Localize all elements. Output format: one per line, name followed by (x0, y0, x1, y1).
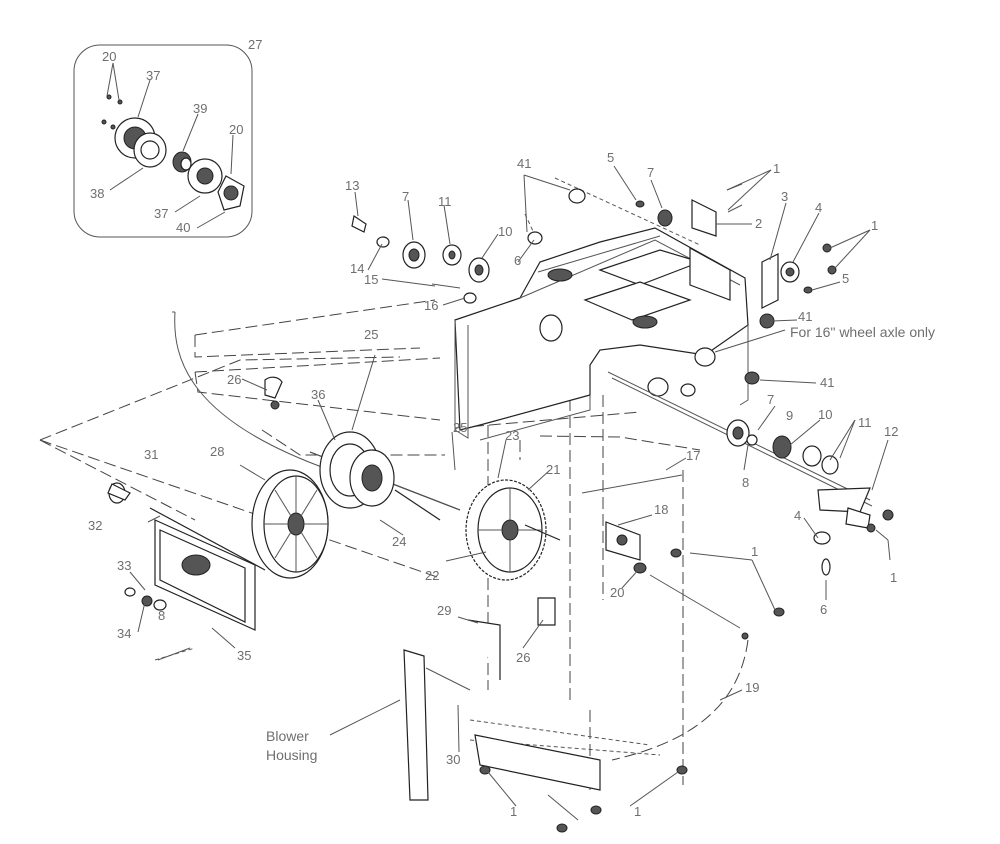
callout-22: 22 (425, 568, 439, 583)
callout-3: 3 (781, 189, 788, 204)
callout-1: 1 (510, 804, 517, 819)
callout-20: 20 (610, 585, 624, 600)
assembly-guide-lines (39, 177, 749, 790)
callout-4: 4 (815, 200, 822, 215)
callout-8: 8 (742, 475, 749, 490)
callout-25: 25 (364, 327, 378, 342)
inset-flange-37 (187, 158, 223, 194)
callout-34: 34 (117, 626, 131, 641)
callout-41: 41 (820, 375, 834, 390)
wheel-axle-note: For 16" wheel axle only (790, 324, 935, 340)
callout-24: 24 (392, 534, 406, 549)
wheel-28 (251, 469, 329, 579)
callout-numbers: 41 5 7 1 2 3 4 1 5 41 13 7 11 10 6 14 15… (88, 150, 935, 819)
blower-housing-label-line1: Blower (266, 728, 309, 744)
callout-17: 17 (686, 448, 700, 463)
callout-41: 41 (798, 309, 812, 324)
callout-10: 10 (818, 407, 832, 422)
callout-1: 1 (871, 218, 878, 233)
callout-1: 1 (634, 804, 641, 819)
callout-33: 33 (117, 558, 131, 573)
callout-30: 30 (446, 752, 460, 767)
center-shaft-gears (264, 376, 461, 521)
gear-22 (465, 479, 561, 581)
callout-37: 37 (154, 206, 168, 221)
callout-12: 12 (884, 424, 898, 439)
callout-23: 23 (505, 428, 519, 443)
callout-20: 20 (102, 49, 116, 64)
callout-6: 6 (514, 253, 521, 268)
callout-25: 25 (453, 420, 467, 435)
callout-20: 20 (229, 122, 243, 137)
callout-15: 15 (364, 272, 378, 287)
callout-6: 6 (820, 602, 827, 617)
inset-detail: 27 20 37 39 (73, 37, 262, 238)
callout-1: 1 (890, 570, 897, 585)
callout-32: 32 (88, 518, 102, 533)
callout-27: 27 (248, 37, 262, 52)
lower-parts (403, 474, 831, 833)
callout-29: 29 (437, 603, 451, 618)
main-frame-housing (454, 227, 749, 441)
callout-1: 1 (751, 544, 758, 559)
callout-13: 13 (345, 178, 359, 193)
callout-40: 40 (176, 220, 190, 235)
callout-31: 31 (144, 447, 158, 462)
callout-21: 21 (546, 462, 560, 477)
callout-35: 35 (237, 648, 251, 663)
callout-11: 11 (858, 415, 872, 430)
callout-39: 39 (193, 101, 207, 116)
callout-7: 7 (402, 189, 409, 204)
callout-7: 7 (647, 165, 654, 180)
right-bracket-parts (527, 183, 837, 385)
blower-housing-label-line2: Housing (266, 747, 317, 763)
callout-41: 41 (517, 156, 531, 171)
callout-5: 5 (842, 271, 849, 286)
callout-5: 5 (607, 150, 614, 165)
inset-flange-38 (114, 117, 167, 168)
callout-18: 18 (654, 502, 668, 517)
inset-bearing-39 (172, 151, 192, 173)
callout-14: 14 (350, 261, 364, 276)
callout-7: 7 (767, 392, 774, 407)
callout-2: 2 (755, 216, 762, 231)
left-plate-assembly (107, 482, 266, 661)
callout-leaders (129, 165, 891, 807)
callout-36: 36 (311, 387, 325, 402)
callout-26: 26 (227, 372, 241, 387)
callout-4: 4 (794, 508, 801, 523)
callout-16: 16 (424, 298, 438, 313)
callout-38: 38 (90, 186, 104, 201)
callout-28: 28 (210, 444, 224, 459)
callout-19: 19 (745, 680, 759, 695)
callout-9: 9 (786, 408, 793, 423)
callout-8: 8 (158, 608, 165, 623)
callout-11: 11 (438, 194, 452, 209)
callout-26: 26 (516, 650, 530, 665)
callout-37: 37 (146, 68, 160, 83)
right-axle-assembly (607, 371, 894, 533)
callout-1: 1 (773, 161, 780, 176)
callout-10: 10 (498, 224, 512, 239)
inset-flange-40 (217, 175, 245, 211)
upper-left-parts (351, 215, 490, 304)
